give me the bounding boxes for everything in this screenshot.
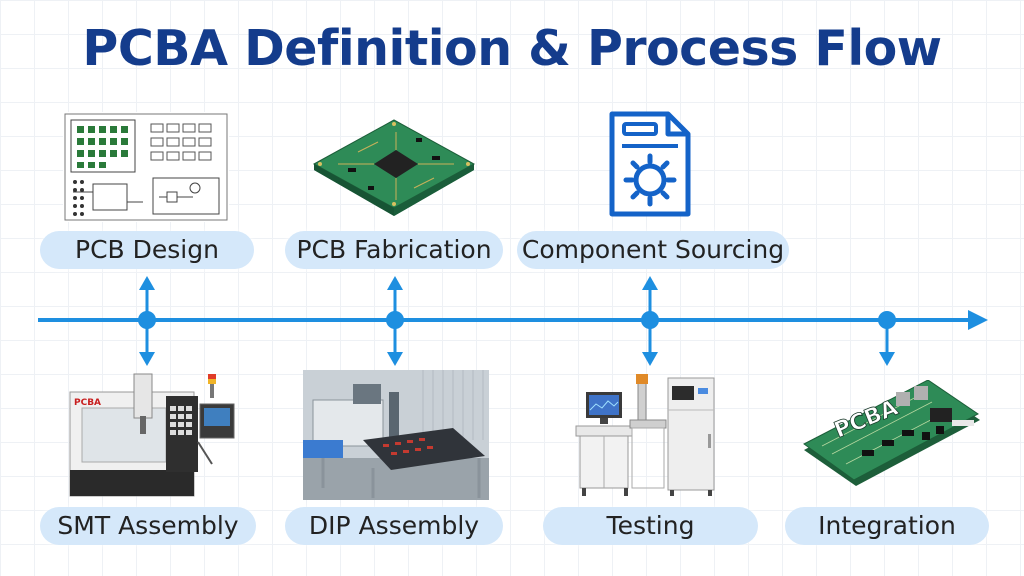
pcb-design-schematic-image	[63, 112, 229, 222]
integration-pcba-board-image: PCBA	[802, 380, 982, 488]
connector-pcb-design	[138, 276, 156, 366]
connector-integration	[878, 311, 896, 366]
step-label-pcb-design: PCB Design	[40, 231, 254, 269]
machine-brand-text: PCBA	[74, 398, 101, 408]
step-label-component-sourcing: Component Sourcing	[517, 231, 789, 269]
step-label-testing: Testing	[543, 507, 758, 545]
pcb-fabrication-board-image	[308, 108, 478, 224]
smt-machine-image: PCBA	[62, 372, 242, 500]
step-label-smt-assembly: SMT Assembly	[40, 507, 256, 545]
dip-assembly-workshop-image	[303, 370, 489, 500]
page-title: PCBA Definition & Process Flow	[82, 20, 942, 77]
document-gear-icon	[606, 110, 694, 218]
step-label-dip-assembly: DIP Assembly	[285, 507, 503, 545]
step-label-integration: Integration	[785, 507, 989, 545]
step-label-pcb-fabrication: PCB Fabrication	[285, 231, 503, 269]
connector-component-sourcing	[641, 276, 659, 366]
connector-pcb-fabrication	[386, 276, 404, 366]
timeline-arrowhead	[968, 310, 988, 330]
testing-equipment-image	[574, 374, 722, 500]
